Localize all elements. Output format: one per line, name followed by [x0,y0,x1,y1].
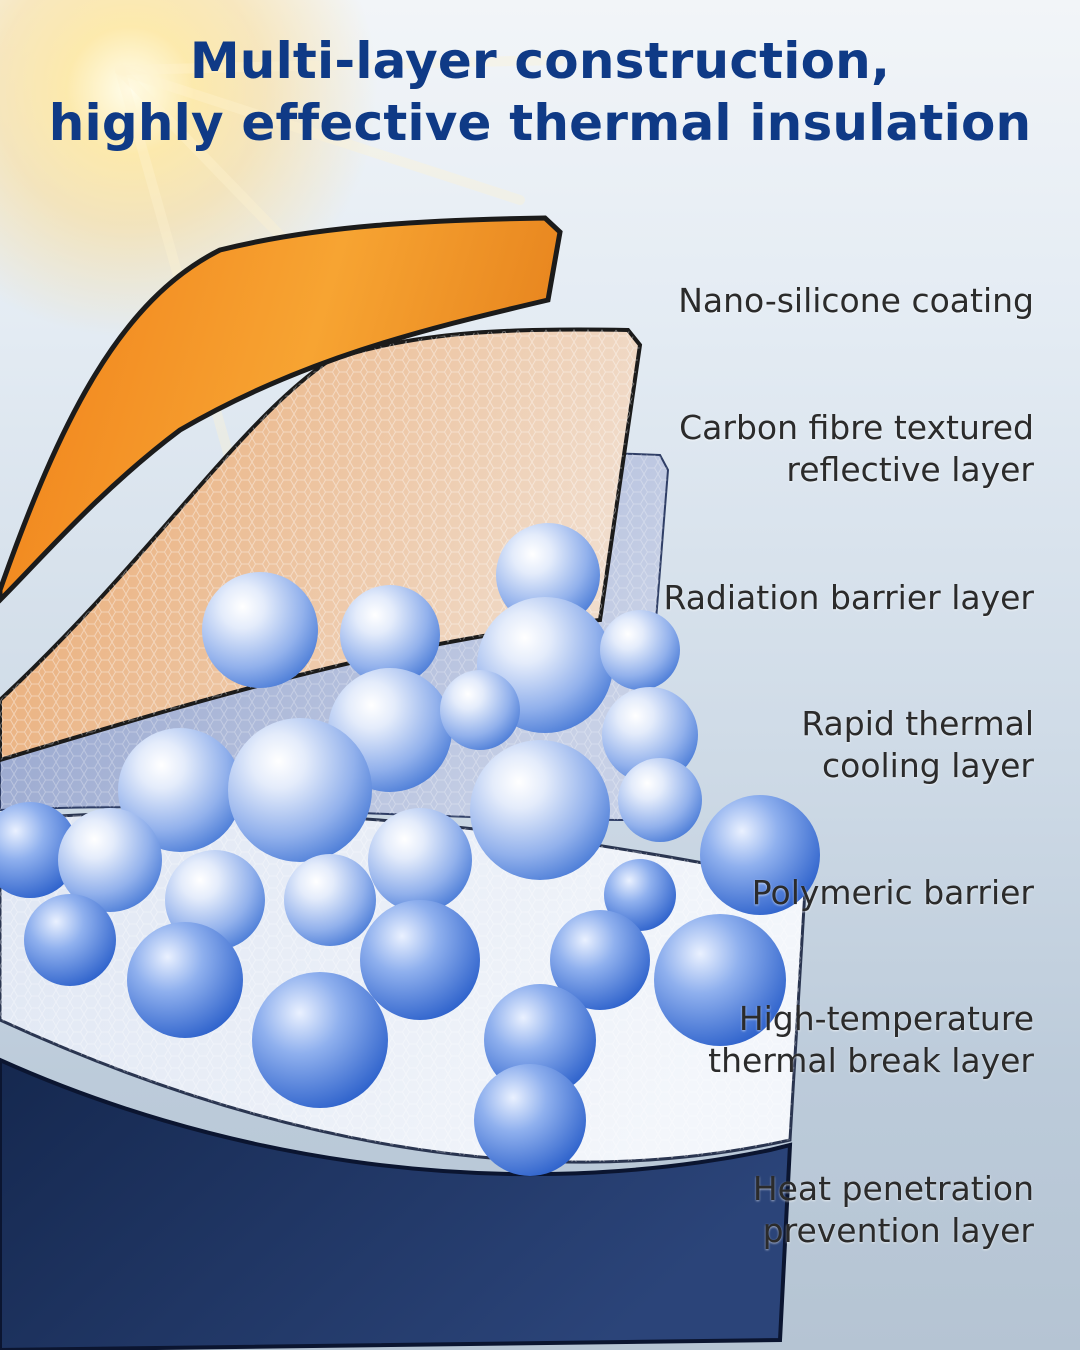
label-line: Radiation barrier layer [663,578,1034,617]
label-high-temperature-thermal-break-layer: High-temperature thermal break layer [708,998,1034,1082]
label-nano-silicone-coating: Nano-silicone coating [678,280,1034,322]
label-line: Nano-silicone coating [678,281,1034,320]
label-line: thermal break layer [708,1041,1034,1080]
label-line: Heat penetration [752,1169,1034,1208]
label-line: High-temperature [738,999,1034,1038]
label-rapid-thermal-cooling-layer: Rapid thermal cooling layer [801,703,1034,787]
label-line: Polymeric barrier [751,873,1034,912]
label-heat-penetration-prevention-layer: Heat penetration prevention layer [753,1168,1034,1252]
heat-penetration-layer [0,1057,793,1350]
title-line-2: highly effective thermal insulation [48,94,1032,152]
label-polymeric-barrier: Polymeric barrier [752,872,1034,914]
page-title: Multi-layer construction, highly effecti… [0,30,1080,154]
label-line: reflective layer [786,450,1034,489]
label-radiation-barrier-layer: Radiation barrier layer [663,577,1034,619]
label-line: cooling layer [821,746,1034,785]
label-line: prevention layer [762,1211,1034,1250]
title-line-1: Multi-layer construction, [189,32,891,90]
label-carbon-fibre-layer: Carbon fibre textured reflective layer [679,407,1034,491]
label-line: Carbon fibre textured [679,408,1034,447]
nano-silicone-layer [0,215,563,604]
label-line: Rapid thermal [801,704,1034,743]
cooling-bubbles [0,523,820,1176]
